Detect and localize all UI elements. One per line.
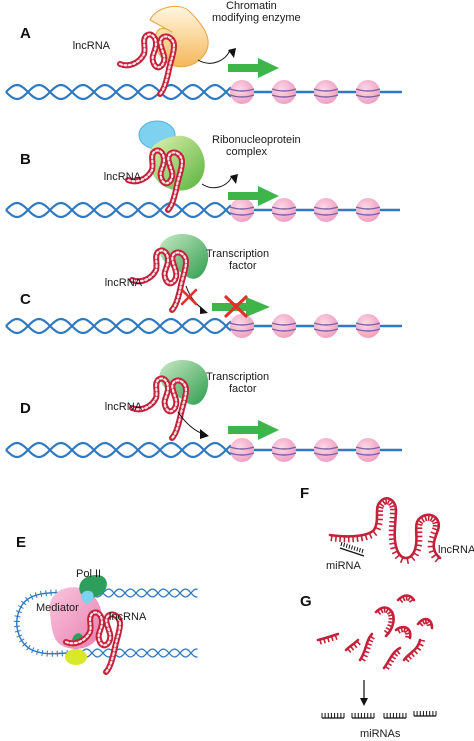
chromatin-modifying-enzyme — [149, 5, 209, 68]
lncrna-label: lncRNA — [73, 40, 111, 52]
enzyme-label-line2: modifying enzyme — [212, 12, 301, 24]
dna-helix — [5, 441, 232, 459]
pol2-subunit — [80, 590, 94, 604]
nucleosomes — [229, 438, 381, 462]
panel-c-letter: C — [20, 291, 31, 308]
dna-helix — [5, 201, 232, 219]
panel-g: G miRNAs — [300, 593, 437, 740]
complex-label-line2: complex — [226, 146, 267, 158]
degraded-lncrna-fragments — [316, 594, 434, 670]
panel-b-letter: B — [20, 151, 31, 168]
tf-label-line1: Transcription — [206, 371, 269, 383]
lncrna-molecule — [129, 247, 189, 313]
action-arrowhead — [228, 48, 236, 58]
action-arrowhead — [200, 306, 208, 314]
mirna-fragment — [351, 713, 375, 719]
dna-strand — [5, 201, 232, 219]
mirnas-label: miRNAs — [360, 728, 401, 740]
mirna-fragment — [321, 713, 345, 719]
panel-g-letter: G — [300, 593, 312, 610]
mirna-duplex — [339, 541, 365, 557]
dna-strand — [5, 441, 232, 459]
dna-helix-bottom — [69, 648, 198, 658]
transcription-arrow — [212, 297, 270, 317]
tf-label-line2: factor — [229, 260, 257, 272]
nucleosome — [355, 314, 381, 338]
mirna-label: miRNA — [326, 560, 361, 572]
nucleosome — [271, 438, 297, 462]
yellow-factor — [65, 649, 87, 665]
mirna-fragment — [383, 713, 407, 719]
nucleosome — [229, 314, 255, 338]
lncrna-label: lncRNA — [438, 544, 474, 556]
transcription-arrow — [228, 186, 279, 206]
dna-strand — [69, 648, 198, 658]
lncrna-label: lncRNA — [105, 401, 143, 413]
lncrna-label: lncRNA — [109, 611, 147, 623]
transcription-arrow — [228, 58, 279, 78]
dna-strand — [5, 83, 232, 101]
nucleosome — [355, 438, 381, 462]
nucleosomes — [229, 314, 381, 338]
dna-strand — [5, 317, 232, 335]
lncrna-hairpin-structure — [328, 497, 442, 564]
lncrna-molecule — [63, 609, 123, 675]
tf-label-line1: Transcription — [206, 248, 269, 260]
dna-strand — [69, 648, 198, 658]
pol2-label: Pol II — [76, 568, 101, 580]
panel-b: B Ribonucleoprotein complex lncRNA — [5, 120, 400, 222]
lncrna-label: lncRNA — [104, 171, 142, 183]
panel-a: A Chromatin modifying enzyme lncRNA — [5, 0, 402, 104]
dna-strand — [5, 83, 232, 101]
panel-e: E Pol II Mediator lncRNA — [13, 534, 198, 675]
dna-strand — [5, 441, 232, 459]
nucleosome — [271, 198, 297, 222]
dna-helix — [5, 83, 232, 101]
nucleosome — [313, 198, 339, 222]
panel-d: D Transcription factor lncRNA — [5, 360, 402, 462]
dna-helix — [5, 317, 232, 335]
mirna-fragment — [413, 711, 437, 717]
nucleosome — [313, 80, 339, 104]
nucleosome — [313, 438, 339, 462]
panel-e-letter: E — [16, 534, 26, 551]
nucleosome — [313, 314, 339, 338]
enzyme-label-line1: Chromatin — [226, 0, 277, 12]
action-arrowhead — [200, 429, 209, 439]
complex-label-line1: Ribonucleoprotein — [212, 134, 301, 146]
action-arrow — [201, 175, 233, 189]
lncrna-label: lncRNA — [105, 277, 143, 289]
panel-f: F miRNA lncRNA — [300, 485, 474, 572]
lncrna-molecule — [129, 375, 189, 441]
panel-f-letter: F — [300, 485, 309, 502]
nucleosome — [355, 80, 381, 104]
tf-label-line2: factor — [229, 383, 257, 395]
panel-a-letter: A — [20, 25, 31, 42]
panel-c: C Transcription factor lncRNA — [5, 234, 402, 338]
nucleosome — [271, 314, 297, 338]
nucleosome — [271, 80, 297, 104]
lncrna-molecule — [117, 31, 177, 97]
action-arrowhead — [230, 174, 238, 184]
mediator-label: Mediator — [36, 602, 79, 614]
nucleosome — [229, 438, 255, 462]
nucleosome — [229, 198, 255, 222]
mirna-products — [321, 711, 437, 719]
nucleosomes — [229, 80, 381, 104]
processing-arrowhead — [360, 698, 368, 706]
panel-d-letter: D — [20, 400, 31, 417]
nucleosome — [355, 198, 381, 222]
dna-strand — [5, 317, 232, 335]
nucleosomes — [229, 198, 381, 222]
transcription-arrow — [228, 420, 279, 440]
dna-strand — [5, 201, 232, 219]
nucleosome — [229, 80, 255, 104]
action-arrow — [197, 49, 231, 64]
lncrna-molecule — [125, 147, 185, 213]
blocked-binding-x — [180, 288, 198, 306]
blocked-transcription-x — [224, 295, 248, 318]
